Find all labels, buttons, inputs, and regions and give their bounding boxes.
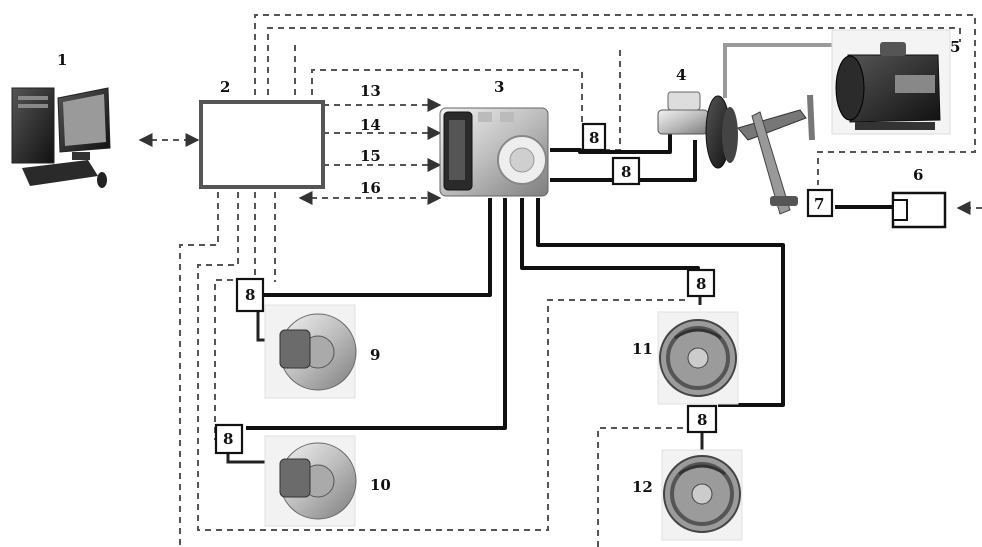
drum-brake-icon [662, 450, 742, 540]
abs-hydraulic-unit-icon [440, 108, 548, 196]
label-controller: 2 [220, 78, 230, 96]
label-signal-16: 16 [360, 179, 381, 197]
disc-brake-icon [265, 436, 356, 526]
label-sensor-a: 8 [589, 129, 599, 147]
label-rear-right-brake: 12 [632, 478, 653, 496]
desktop-computer-icon [12, 88, 110, 188]
label-actuator: 6 [913, 166, 923, 184]
label-signal-14: 14 [360, 116, 381, 134]
actuator-box [893, 193, 945, 227]
label-signal-13: 13 [360, 82, 381, 100]
label-front-right-brake: 10 [370, 476, 391, 494]
brake-lines [228, 130, 892, 462]
label-vacuum-pump: 5 [950, 38, 960, 56]
label-sensor-d: 8 [696, 275, 706, 293]
vacuum-hose [725, 45, 848, 98]
label-master-cylinder: 4 [676, 66, 686, 84]
label-rear-left-brake: 11 [632, 340, 653, 358]
label-computer: 1 [57, 51, 67, 69]
label-front-left-brake: 9 [370, 346, 380, 364]
label-sensor-f: 8 [697, 411, 707, 429]
label-sensor-e: 8 [223, 430, 233, 448]
drum-brake-icon [658, 312, 738, 404]
master-cylinder-booster-icon [658, 92, 812, 214]
label-sensor-b: 8 [621, 163, 631, 181]
controller-box [201, 102, 323, 187]
label-sensor-c: 8 [245, 286, 255, 304]
vacuum-pump-icon [832, 30, 950, 134]
label-signal-15: 15 [360, 147, 381, 165]
disc-brake-icon [265, 305, 356, 398]
label-abs-unit: 3 [494, 78, 504, 96]
label-pedal-sensor: 7 [814, 195, 824, 213]
